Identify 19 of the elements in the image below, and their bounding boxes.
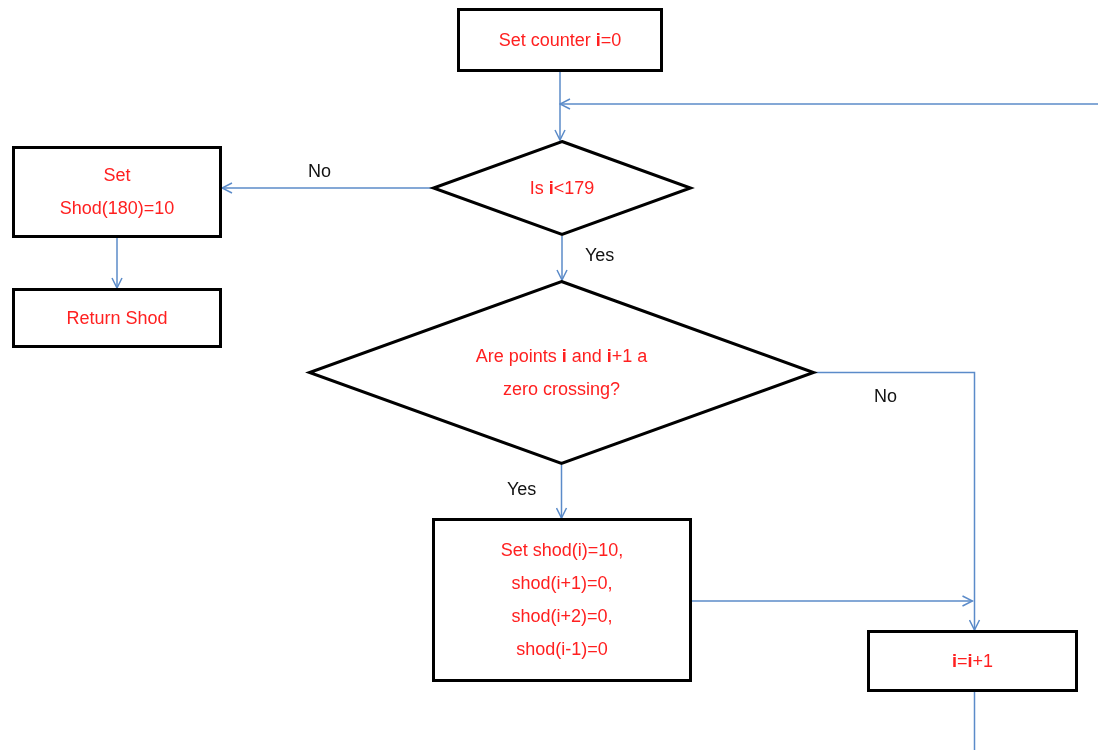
arrow	[559, 98, 1098, 110]
node-text: Return Shod	[66, 306, 168, 330]
process-box	[432, 518, 692, 682]
arrow	[554, 71, 566, 141]
node-text: Set counter i=0	[498, 28, 622, 52]
arrow	[111, 237, 123, 289]
arrow	[556, 235, 568, 281]
process-box	[12, 146, 222, 238]
node-text: i=i+1	[951, 649, 994, 673]
node-text: Are points i and i+1 a zero crossing?	[475, 344, 648, 401]
node-text: Set shod(i)=10, shod(i+1)=0, shod(i+2)=0, shod(i-1)=0	[499, 539, 625, 661]
process-box	[457, 8, 663, 72]
process-box	[12, 288, 222, 348]
arrow	[691, 595, 974, 607]
arrow	[221, 182, 433, 194]
node-text: Is i<179	[529, 176, 595, 200]
node-text: Set Shod(180)=10	[58, 164, 176, 220]
process-box	[867, 630, 1078, 692]
arrow	[555, 464, 568, 519]
